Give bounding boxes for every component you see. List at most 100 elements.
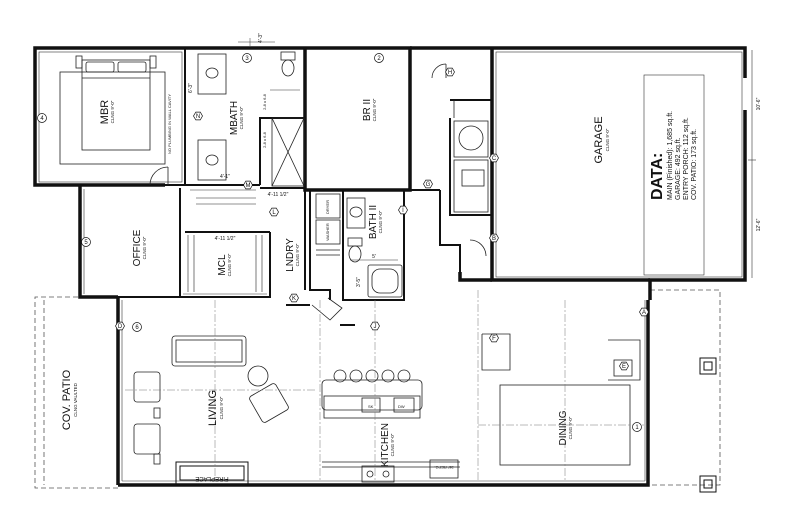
door-tag-n: N <box>193 111 203 121</box>
window-size-b: 2-8 x 6-8 <box>262 131 267 148</box>
door-tag-d: D <box>115 321 125 331</box>
washer-label: WASHER <box>325 223 330 241</box>
dim-garage-upper: 10'-6" <box>756 97 762 110</box>
patio-outline <box>34 296 118 489</box>
door-tag-f: F <box>489 333 499 343</box>
room-bath2-clng: CLNG 9'-0" <box>378 210 383 233</box>
room-living: LIVING <box>207 390 219 426</box>
dim-top: 4'-3" <box>258 33 264 43</box>
dishwasher-label: DW <box>398 404 405 409</box>
door-tag-k-label: K <box>292 296 296 302</box>
door-tag-h-label: H <box>448 70 452 76</box>
door-tag-j: J <box>370 321 380 331</box>
room-office-clng: CLNG 9'-0" <box>142 236 147 259</box>
entry-porch-outline <box>648 289 721 486</box>
door-tag-n-label: N <box>196 114 200 120</box>
mbath-fixtures <box>197 51 305 187</box>
kitchen-fixtures <box>321 369 460 483</box>
door-tag-i: I <box>398 205 408 215</box>
dim-mbath-vanity: 6'-3" <box>188 83 194 93</box>
room-living-clng: CLNG 9'-0" <box>219 396 224 419</box>
centerlines <box>125 290 645 480</box>
data-line-patio: COV. PATIO: 173 sq.ft. <box>691 129 698 200</box>
room-dining-clng: CLNG 9'-0" <box>568 416 573 439</box>
door-tag-b: B <box>489 233 499 243</box>
door-tag-m: M <box>243 180 253 190</box>
door-tag-e-label: E <box>622 364 626 370</box>
dim-lines <box>238 38 398 261</box>
room-bath2: BATH II <box>368 205 379 239</box>
fixture-labels: FIREPLACE DRYER WASHER SK DW 36" REFG. N… <box>167 93 454 481</box>
door-tag-b-label: B <box>492 236 496 242</box>
room-kitchen-clng: CLNG 9'-0" <box>390 433 395 456</box>
mbr-bed <box>59 55 166 165</box>
room-dining: DINING <box>558 410 569 445</box>
window-tag-4-label: 4 <box>40 116 44 122</box>
bath2-fixtures <box>346 197 403 298</box>
window-size-a: 2-8 x 6-8 <box>262 93 267 110</box>
door-tag-c-label: C <box>492 156 497 162</box>
door-tag-e: E <box>619 361 629 371</box>
dim-mbath-lower: 4'-1" <box>220 174 230 180</box>
door-tag-g-label: G <box>426 182 431 188</box>
door-tags: A B C D E F G H I J K L M N <box>115 67 649 371</box>
laundry-details <box>311 193 343 321</box>
room-br2: BR II <box>362 99 373 121</box>
porch-columns <box>699 357 717 493</box>
office-details <box>149 166 169 186</box>
fireplace-hearth <box>175 461 249 485</box>
door-tag-a-label: A <box>642 310 646 316</box>
dryer-label: DRYER <box>325 200 330 214</box>
window-tag-2: 2 <box>374 53 384 63</box>
room-lndry-clng: CLNG 9'-0" <box>295 243 300 266</box>
room-garage-clng: CLNG 9'-0" <box>605 128 610 151</box>
room-patio: COV. PATIO <box>61 369 73 430</box>
door-tag-f-label: F <box>492 336 496 342</box>
door-tag-j-label: J <box>374 324 377 330</box>
room-office: OFFICE <box>132 229 143 266</box>
window-tag-3: 3 <box>242 53 252 63</box>
room-br2-clng: CLNG 9'-0" <box>372 98 377 121</box>
window-tag-2-label: 2 <box>377 56 381 62</box>
data-line-porch: ENTRY PORCH: 112 sq.ft. <box>683 117 690 200</box>
window-tag-3-label: 3 <box>245 56 249 62</box>
living-furniture <box>133 335 289 465</box>
room-mcl: MCL <box>217 254 228 276</box>
window-tag-1: 1 <box>632 422 642 432</box>
sink-label: SK <box>368 404 374 409</box>
room-patio-clng: CLNG VAULTED <box>73 382 78 417</box>
exterior-walls <box>33 46 747 487</box>
window-tag-4: 4 <box>37 113 47 123</box>
dim-bath2-side: 3'-5" <box>356 277 362 287</box>
data-line-main: MAIN (Finished): 1,685 sq.ft. <box>667 111 674 200</box>
door-tag-m-label: M <box>246 183 251 189</box>
room-labels: MBR CLNG 9'-0" MBATH CLNG 9'-0" BR II CL… <box>61 98 610 467</box>
fireplace-label: FIREPLACE <box>195 475 228 481</box>
room-mbath: MBATH <box>229 101 240 135</box>
dim-closet: 4'-11 1/2" <box>268 192 289 198</box>
data-box: DATA: MAIN (Finished): 1,685 sq.ft. GARA… <box>643 74 705 276</box>
room-mbr: MBR <box>99 100 111 125</box>
room-lndry: LNDRY <box>285 238 296 272</box>
window-tag-6-label: 6 <box>135 325 139 331</box>
room-mbath-clng: CLNG 9'-0" <box>239 106 244 129</box>
window-tag-1-label: 1 <box>635 425 639 431</box>
door-tag-k: K <box>289 293 299 303</box>
door-tag-h: H <box>445 67 455 77</box>
door-tag-g: G <box>423 179 433 189</box>
room-kitchen: KITCHEN <box>380 423 391 467</box>
room-mbr-clng: CLNG 9'-0" <box>110 100 115 123</box>
door-tag-c: C <box>489 153 499 163</box>
room-mcl-clng: CLNG 9'-0" <box>227 253 232 276</box>
data-title: DATA: <box>649 153 666 200</box>
garage-dims <box>748 50 756 278</box>
dimension-texts: 10'-6" 12'-6" 4'-3" 6'-3" 4'-11 1/2" 4'-… <box>188 33 762 287</box>
window-tag-5: 5 <box>81 237 91 247</box>
interior-walls <box>118 48 492 326</box>
refrigerator-label: 36" REFG. <box>434 465 453 470</box>
door-tag-l-label: L <box>272 210 276 216</box>
door-tag-a: A <box>639 307 649 317</box>
door-tag-l: L <box>269 207 279 217</box>
door-tag-i-label: I <box>402 208 404 214</box>
